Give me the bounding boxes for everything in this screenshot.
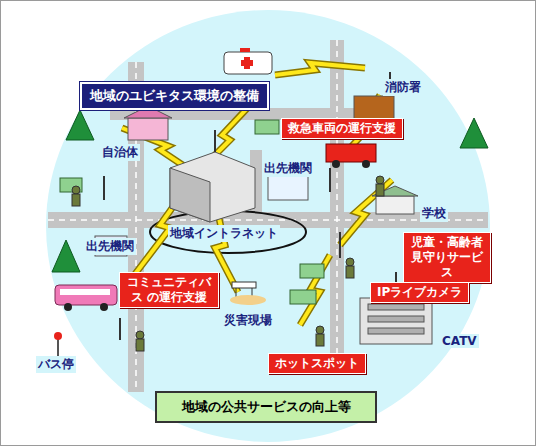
person — [136, 339, 144, 351]
place-label: 消防署 — [383, 79, 423, 96]
building — [360, 298, 432, 344]
person — [136, 331, 144, 339]
place-label: 自治体 — [100, 144, 140, 161]
barrier — [230, 295, 266, 305]
central-building — [170, 130, 255, 222]
fire-truck — [332, 160, 340, 168]
service-box: 救急車両の運行支援 — [281, 118, 403, 139]
road-marking — [336, 40, 338, 370]
bus — [60, 289, 110, 295]
bus — [100, 303, 108, 311]
antenna-pole — [329, 168, 331, 192]
building — [368, 328, 424, 334]
place-label: 災害現場 — [222, 312, 274, 329]
road — [48, 40, 488, 392]
road — [330, 40, 344, 370]
bus — [55, 285, 117, 311]
bus-stop — [54, 332, 62, 340]
house — [300, 264, 324, 278]
person — [346, 258, 354, 266]
service-box: コミュニティバス の運行支援 — [119, 272, 219, 308]
place-label: 地域イントラネット — [168, 225, 280, 242]
antenna-pole — [339, 232, 341, 258]
ambulance — [241, 60, 253, 66]
bus-stop — [57, 338, 59, 356]
road-marking — [48, 40, 488, 392]
fire-truck — [326, 144, 376, 162]
person — [72, 176, 384, 351]
box-text: 児童・高齢者 見守りサービス — [410, 235, 484, 280]
fire-truck — [362, 160, 370, 168]
box-text: IPライブカメラ — [377, 285, 462, 300]
central-building — [214, 130, 216, 152]
background — [46, 10, 490, 442]
banner-box: 地域のユビキタス環境の整備 — [80, 82, 269, 110]
place-label: 学校 — [420, 205, 448, 222]
person — [376, 176, 384, 184]
house — [60, 120, 324, 304]
building — [368, 316, 424, 322]
box-text: 地域の公共サービスの向上等 — [167, 398, 365, 416]
building — [368, 304, 424, 310]
building — [95, 96, 432, 344]
barrier — [232, 282, 256, 288]
building — [376, 196, 414, 214]
bus — [55, 285, 117, 305]
barrier — [230, 282, 266, 305]
lightning-outline — [275, 63, 365, 75]
ambulance — [224, 48, 272, 74]
person — [72, 194, 80, 206]
tree — [66, 110, 94, 140]
tree — [52, 240, 80, 272]
ambulance — [240, 48, 250, 52]
building — [268, 176, 308, 200]
building — [128, 118, 168, 140]
box-text: ホットスポット — [275, 356, 359, 371]
person — [316, 334, 324, 346]
service-box: 児童・高齢者 見守りサービス — [403, 232, 491, 283]
bus-stop — [54, 332, 62, 356]
lightning-bolt — [275, 63, 365, 75]
service-box: ホットスポット — [268, 353, 366, 374]
person — [72, 186, 80, 194]
person — [346, 266, 354, 278]
place-label: CATV — [440, 334, 479, 348]
house — [290, 290, 316, 304]
house — [255, 120, 279, 134]
place-label: バス停 — [36, 356, 76, 373]
person — [376, 184, 384, 196]
central-building — [170, 152, 255, 222]
place-label: 出先機関 — [262, 160, 314, 177]
antenna-pole — [119, 318, 121, 340]
summary-box: 地域の公共サービスの向上等 — [155, 391, 377, 423]
box-text: コミュニティバス の運行支援 — [126, 275, 212, 305]
fire-truck — [326, 144, 376, 168]
service-box: IPライブカメラ — [370, 282, 469, 303]
central-building — [170, 168, 210, 222]
antenna-pole — [104, 72, 396, 340]
place-label: 出先機関 — [84, 238, 136, 255]
bus — [64, 303, 72, 311]
box-text: 地域のユビキタス環境の整備 — [90, 87, 259, 105]
antenna-pole — [103, 176, 105, 200]
tree — [460, 118, 488, 148]
person — [316, 326, 324, 334]
ambulance — [224, 52, 272, 74]
box-text: 救急車両の運行支援 — [288, 121, 396, 136]
